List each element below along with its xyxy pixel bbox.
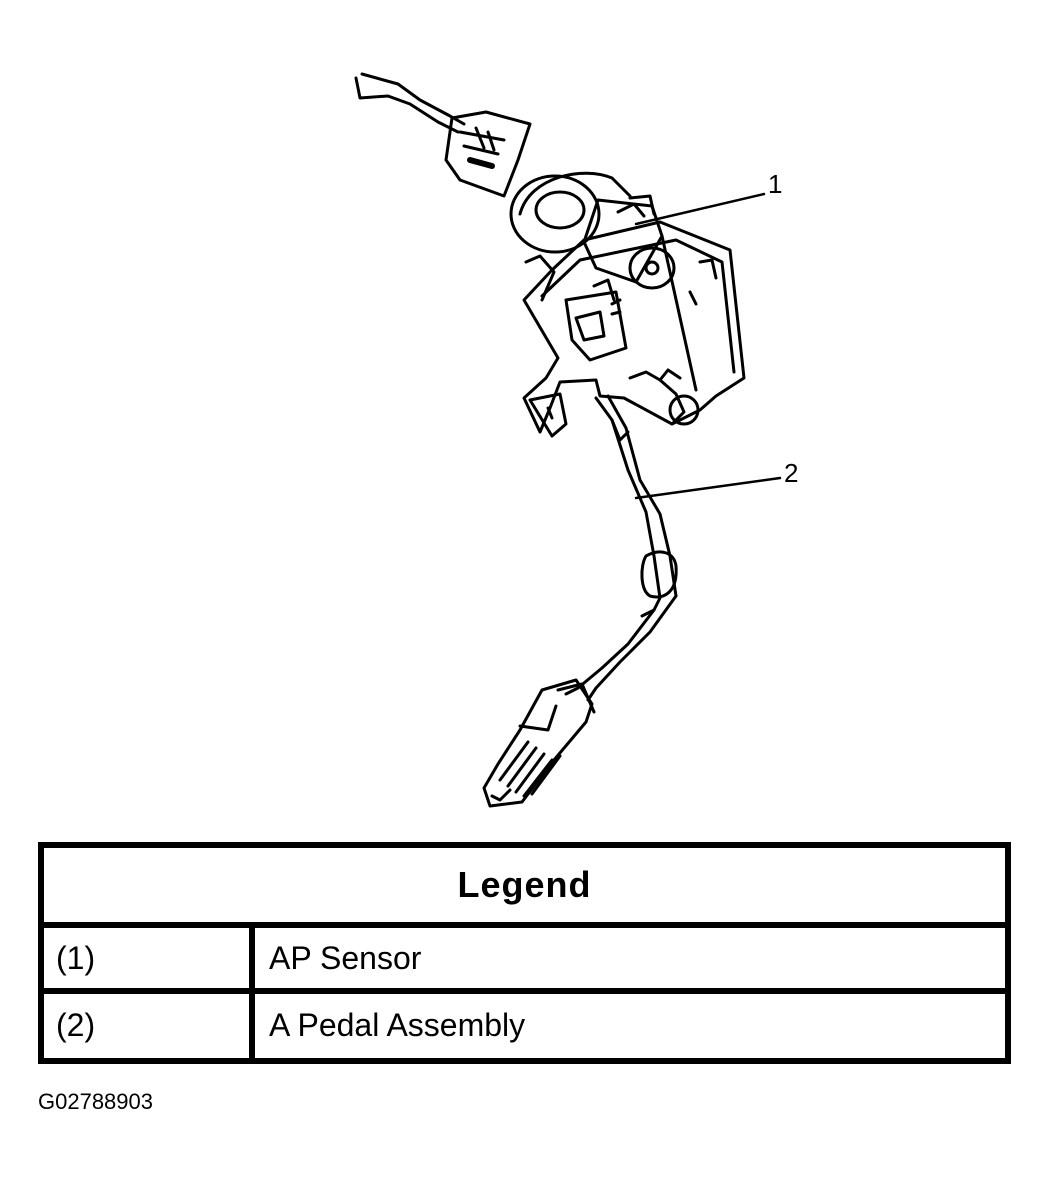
pedal-pad — [482, 678, 596, 808]
callout-number-2: 2 — [784, 458, 798, 488]
figure-id: G02788903 — [38, 1089, 153, 1114]
legend-title: Legend — [44, 848, 1005, 922]
legend-table: Legend (1) AP Sensor (2) A Pedal Assembl… — [38, 842, 1011, 1064]
callout-leader-2 — [634, 476, 782, 500]
pedal-assembly-illustration: 1 2 — [354, 72, 798, 808]
callout-leader-1 — [634, 192, 766, 226]
legend-value: AP Sensor — [255, 928, 1005, 988]
pedal-bracket — [522, 220, 746, 438]
callout-number-1: 1 — [768, 169, 782, 199]
ap-sensor-housing — [509, 171, 676, 290]
legend-value: A Pedal Assembly — [255, 994, 1005, 1058]
legend-key: (1) — [44, 928, 249, 988]
legend-row: (1) AP Sensor — [44, 928, 1005, 988]
pedal-arm — [564, 394, 678, 702]
harness-connector — [354, 72, 532, 198]
legend-key: (2) — [44, 994, 249, 1058]
legend-row: (2) A Pedal Assembly — [44, 994, 1005, 1058]
